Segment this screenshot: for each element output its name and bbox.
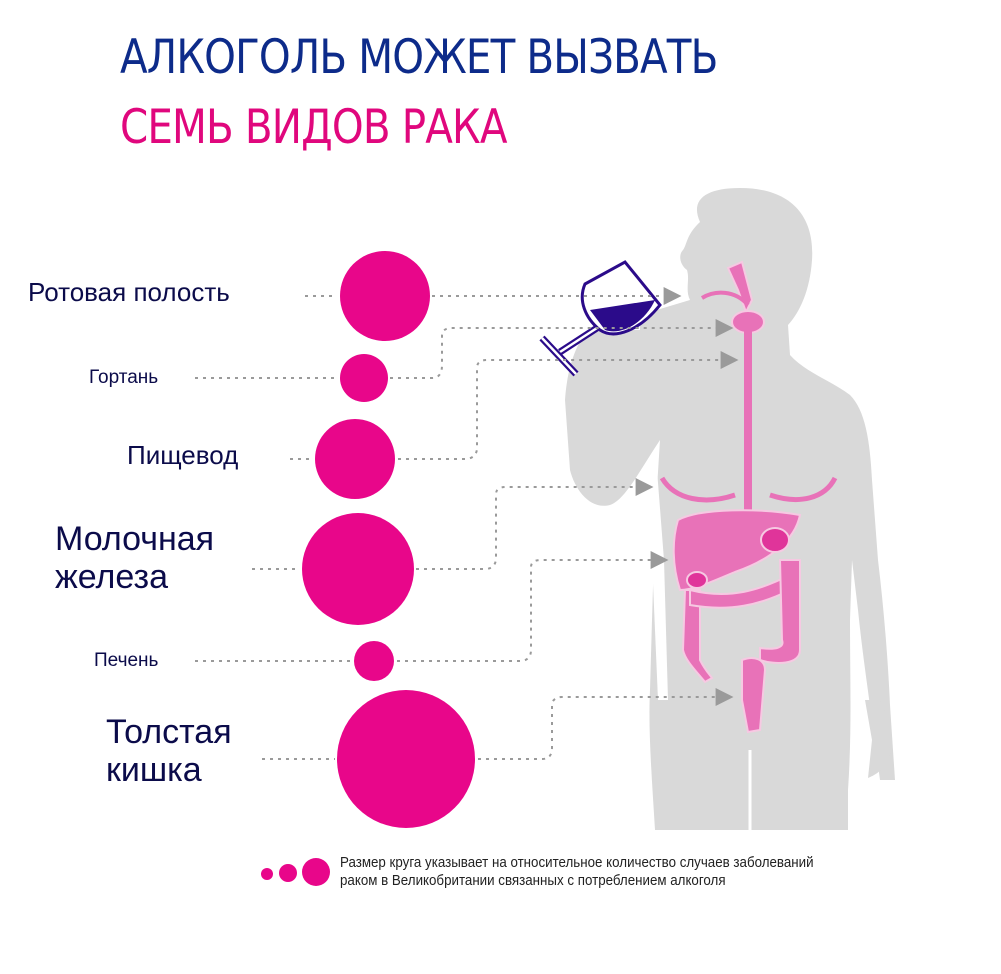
cancer-circles [302,251,475,828]
label-bowel-line2: кишка [106,751,202,790]
connector-liver [397,551,669,662]
esophagus-organ [744,330,752,525]
ascending-colon [681,589,714,684]
label-esophagus: Пищевод [127,440,239,470]
circle-mouth [340,251,430,341]
label-breast-line1: Молочная [55,520,215,558]
connector-esophagus [398,351,739,460]
label-mouth: Ротовая полость [28,277,230,307]
circle-liver [354,641,394,681]
connector-breast [416,478,654,570]
label-bowel: Толстая кишка [106,713,232,789]
larynx-organ [731,310,765,334]
label-larynx: Гортань [89,367,159,388]
connectors [195,287,739,760]
wine-glass-icon [539,260,662,377]
legend-note: Размер круга указывает на относительное … [340,854,929,890]
digestive-organs [659,260,838,734]
label-bowel-line1: Толстая [106,713,232,751]
legend-line-2: раком в Великобритании связанных с потре… [340,873,726,890]
circle-esophagus [315,419,395,499]
rectum-organ [741,657,767,734]
title-line-1: АЛКОГОЛЬ МОЖЕТ ВЫЗВАТЬ [120,30,718,85]
circle-larynx [340,354,388,402]
label-liver: Печень [94,650,159,671]
body-silhouette [565,188,895,830]
stomach-organ [760,527,790,553]
throat-organ [726,260,754,315]
arm-gap [652,470,668,700]
gallbladder-organ [686,571,708,589]
circle-breast [302,513,414,625]
circle-bowel [337,690,475,828]
legend-line-1: Размер круга указывает на относительное … [340,855,814,871]
breast-right [769,476,838,502]
legend-circles [261,858,330,886]
breast-left [659,476,736,503]
title-line-2: СЕМЬ ВИДОВ РАКА [120,100,507,155]
label-breast: Молочная железа [55,520,214,596]
mouth-curve [700,290,750,307]
label-breast-line2: железа [55,558,169,597]
